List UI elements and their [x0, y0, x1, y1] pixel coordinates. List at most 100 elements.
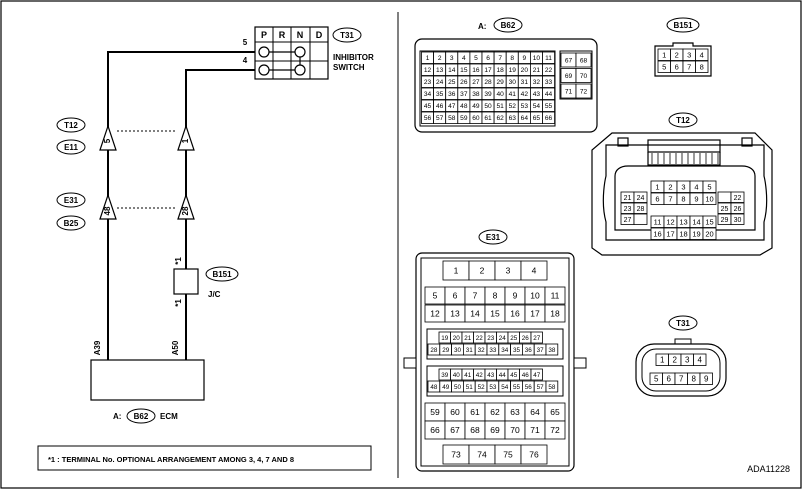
e31-inner-frame [420, 257, 570, 467]
t12-pin-label: 9 [694, 194, 698, 203]
t12-pin-label: 12 [666, 217, 674, 226]
b62-pin-label: 10 [533, 55, 541, 62]
b62-pin-label: 59 [460, 115, 468, 122]
switch-contact [258, 46, 270, 58]
e31-mid-pin-label: 53 [489, 384, 497, 391]
t12-cell [702, 192, 717, 205]
b62-pin-label: 8 [510, 55, 514, 62]
b62-pin-label: 3 [450, 55, 454, 62]
joint-connector: *1 *1 B151 J/C [173, 257, 239, 307]
b62-pin-label: 21 [533, 67, 541, 74]
e31-pin-label: 13 [450, 309, 460, 319]
t12-pin-label: 16 [653, 229, 661, 238]
e31-mid-pin-label: 23 [487, 335, 495, 342]
b62-pin-label: 50 [484, 103, 492, 110]
b62-pin-label: 32 [533, 79, 541, 86]
switch-contact [258, 64, 270, 76]
b62-cell [542, 111, 556, 124]
b62-pin-label: 24 [436, 79, 444, 86]
e31-pin-label: 18 [550, 309, 560, 319]
e31-mid-pin-label: 21 [464, 335, 472, 342]
e31-pin-label: 64 [530, 407, 540, 417]
b62-pin-label: 2 [438, 55, 442, 62]
ecm-prefix: A: [113, 412, 121, 421]
e31-mid-pin-label: 51 [466, 384, 474, 391]
t12-pin-label: 15 [705, 217, 713, 226]
b151-tag-label: B151 [212, 270, 232, 279]
e31-cell [544, 286, 566, 305]
e31-mid-cell [530, 331, 543, 344]
t31-inner-frame [641, 348, 721, 392]
diagram-code: ADA11228 [747, 464, 790, 474]
junction-1: 5 1 [99, 124, 195, 151]
e31-mid-pin-label: 55 [513, 384, 521, 391]
b25-tag-label: B25 [64, 219, 79, 228]
b62-side-pin-label: 69 [565, 73, 573, 80]
b62-pin-label: 11 [545, 55, 552, 62]
t12-left-pin-label: 21 [624, 195, 632, 202]
b151-cell [695, 48, 709, 61]
e31-cell [520, 260, 548, 281]
t12-cell [702, 227, 717, 240]
e31-mid-pin-label: 38 [548, 347, 556, 354]
b62-pin-label: 33 [545, 79, 553, 86]
b62-pin-label: 5 [474, 55, 478, 62]
b62-pin-label: 52 [509, 103, 517, 110]
b62-pin-label: 48 [460, 103, 468, 110]
e31-cell [520, 444, 548, 465]
b62-pin-label: 23 [424, 79, 432, 86]
switch-pos-d: D [316, 30, 323, 40]
b62-pin-label: 4 [462, 55, 466, 62]
t12-left-cell [633, 213, 648, 225]
switch-pos-n: N [297, 30, 304, 40]
e31-pin-label: 73 [451, 450, 461, 460]
b62-pin-label: 17 [484, 67, 492, 74]
b62-pin-label: 51 [496, 103, 504, 110]
e31-cell [544, 420, 566, 440]
e31-pin-label: 65 [550, 407, 560, 417]
e31-pin-label: 3 [506, 266, 511, 276]
t12-left-pin-label: 27 [624, 217, 632, 224]
e31-right-latch [573, 357, 587, 369]
e31-pin-label: 6 [453, 291, 458, 301]
b62-pin-label: 55 [545, 103, 553, 110]
e31-pin-label: 70 [510, 425, 520, 435]
switch-pin-4: 4 [243, 56, 248, 65]
e31-pin-label: 7 [473, 291, 478, 301]
e31-pin-label: 61 [470, 407, 480, 417]
t12-pin-label: 18 [679, 229, 687, 238]
b62-pin-label: 41 [509, 91, 517, 98]
t12-pin-label: 1 [655, 182, 659, 191]
e31-mid-pin-label: 52 [478, 384, 486, 391]
e31-mid-pin-label: 31 [466, 347, 474, 354]
e31-left-latch [403, 357, 417, 369]
junction-2-pin-28: 28 [181, 206, 190, 215]
t12-pin-label: 5 [707, 182, 711, 191]
b62-pin-label: 12 [424, 67, 432, 74]
b151-pin-label: 5 [662, 62, 666, 71]
b62-cell [542, 99, 556, 112]
t12-tag-label: T12 [64, 121, 78, 130]
t12-pin-label: 10 [705, 194, 713, 203]
b62-connector-tag [126, 408, 156, 424]
b62-pin-label: 35 [436, 91, 444, 98]
b62-pin-label: 46 [436, 103, 444, 110]
e31-mid-pin-label: 22 [476, 335, 484, 342]
e31-pin-label: 74 [477, 450, 487, 460]
e31-tag-label: E31 [64, 196, 79, 205]
jc-mark-bottom: *1 [174, 299, 183, 307]
t12-left-cell [633, 191, 648, 203]
switch-contact [294, 46, 306, 58]
b62-pin-label: 44 [545, 91, 553, 98]
e31-mid-pin-label: 30 [454, 347, 462, 354]
b62-pin-label: 38 [472, 91, 480, 98]
t31-pin-label: 2 [673, 356, 678, 365]
t12-view-tag [668, 112, 698, 128]
e31-mid-pin-label: 58 [548, 384, 556, 391]
e31-pin-label: 4 [532, 266, 537, 276]
b62-pin-label: 13 [436, 67, 444, 74]
b62-side-pin-label: 71 [565, 88, 573, 95]
